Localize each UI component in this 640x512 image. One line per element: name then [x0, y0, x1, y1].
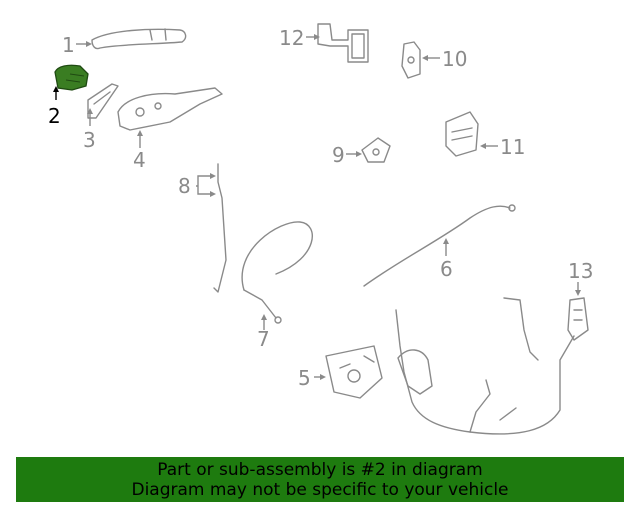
callout-7[interactable]: 7	[257, 327, 270, 351]
notice-line-1: Part or sub-assembly is #2 in diagram	[157, 459, 483, 480]
callout-6[interactable]: 6	[440, 257, 453, 281]
callout-3[interactable]: 3	[83, 128, 96, 152]
callout-arrows	[53, 34, 581, 380]
part-2-handle-cap[interactable]	[54, 64, 89, 91]
callout-5[interactable]: 5	[298, 366, 311, 390]
part-8-rod[interactable]	[213, 163, 227, 293]
part-6-cable[interactable]	[363, 204, 516, 287]
part-1-outside-handle[interactable]	[91, 28, 187, 50]
part-3-handle-seal[interactable]	[87, 83, 119, 119]
exploded-parts-diagram: 1 2 3 4 5 6 7 8 9 10 11 12 13	[48, 23, 593, 435]
notice-line-2: Diagram may not be specific to your vehi…	[131, 479, 509, 500]
part-notice-banner: Part or sub-assembly is #2 in diagram Di…	[16, 457, 624, 502]
callout-9[interactable]: 9	[332, 143, 345, 167]
callout-11[interactable]: 11	[500, 135, 525, 159]
callout-12[interactable]: 12	[279, 26, 304, 50]
callout-4[interactable]: 4	[133, 148, 146, 172]
part-5-latch[interactable]	[325, 345, 383, 399]
part-12-door-check[interactable]	[317, 23, 369, 63]
callout-8[interactable]: 8	[178, 174, 191, 198]
part-9-bracket[interactable]	[361, 137, 391, 163]
part-11-hinge[interactable]	[445, 111, 479, 157]
part-10-striker[interactable]	[401, 41, 421, 79]
wiring-harness[interactable]	[395, 297, 575, 435]
part-13-connector[interactable]	[567, 297, 589, 341]
part-7-cable[interactable]	[241, 221, 313, 324]
callout-2[interactable]: 2	[48, 104, 61, 128]
callout-13[interactable]: 13	[568, 259, 593, 283]
callout-10[interactable]: 10	[442, 47, 467, 71]
part-4-handle-bracket[interactable]	[117, 87, 223, 131]
callout-1[interactable]: 1	[62, 33, 75, 57]
